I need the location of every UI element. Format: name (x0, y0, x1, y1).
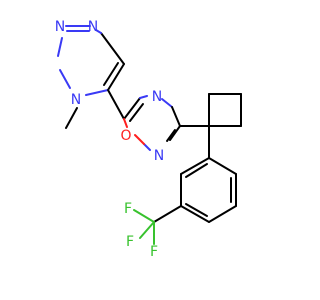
bond-c5-n4-b (139, 95, 148, 99)
bond-cf3-carbon (153, 205, 182, 223)
atom-label-oxadiazole-n4: N (152, 89, 162, 105)
bond-c4-n3-b (95, 29, 102, 34)
bond-cf-left (133, 209, 155, 223)
bond-c4-c5 (107, 63, 125, 91)
bond-c5-n4-a (123, 97, 141, 120)
atom-label-triazole-n1: N (88, 19, 98, 35)
atom-label-fluorine-1: F (124, 201, 132, 217)
atom-label-triazole-n2: N (55, 19, 65, 35)
bond-n4-c3-b (171, 106, 181, 127)
bond-n1-n2 (59, 69, 71, 89)
atom-label-triazole-n3: N (71, 92, 81, 108)
bond-methyl (65, 107, 78, 129)
bond-o1-n2 (134, 134, 145, 145)
bond-ph-4 (180, 205, 210, 223)
molecule-structure: N N N N O N F F F (55, 19, 242, 260)
atom-label-fluorine-3: F (150, 244, 158, 260)
atom-label-oxadiazole-n2: N (154, 148, 164, 164)
bond-cf-lower-left (139, 221, 155, 239)
bond-c3-n2-double (166, 129, 176, 142)
bond-c5-n4-double (129, 103, 144, 122)
bond-c5-n1 (85, 89, 109, 96)
bond-c5-o1 (123, 118, 128, 128)
bond-ph-3 (208, 205, 237, 223)
bond-ph-4-double (185, 203, 208, 217)
bond-c4-n3-a (100, 32, 125, 65)
bond-n2-n3 (57, 37, 63, 57)
bond-link-rings (107, 89, 125, 120)
bond-ph-6-double (185, 163, 208, 178)
atom-label-fluorine-2: F (126, 234, 134, 250)
bond-n4-c3-a (161, 98, 173, 108)
bond-ph-6 (180, 157, 210, 175)
atom-label-oxadiazole-o1: O (120, 128, 131, 144)
bond-c4-c5-double (103, 62, 119, 86)
bond-n2-o1 (143, 143, 151, 151)
bond-c3-n2-a (169, 125, 181, 141)
bond-ph-1 (208, 157, 237, 175)
